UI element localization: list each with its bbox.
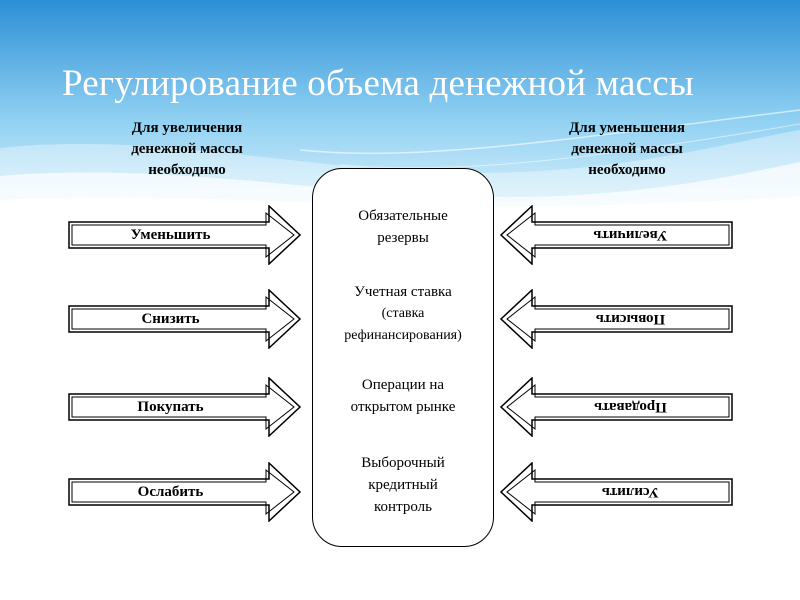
increase-heading-line: необходимо — [148, 162, 226, 178]
left-arrow-icon — [500, 289, 733, 349]
slide-title: Регулирование объема денежной массы — [62, 63, 694, 104]
decrease-arrow-reserves: Увеличить — [500, 205, 733, 265]
increase-action-label: Уменьшить — [130, 227, 211, 243]
increase-arrow-reserves: Уменьшить — [68, 205, 301, 265]
increase-arrow-open-market: Покупать — [68, 377, 301, 437]
instrument-line: Обязательные — [358, 208, 448, 224]
instrument-line: Учетная ставка — [354, 284, 452, 300]
decrease-action-label: Продавать — [594, 399, 667, 415]
increase-heading-line: денежной массы — [131, 141, 243, 157]
instrument-open-market: Операции на открытом рынке — [313, 374, 493, 418]
right-arrow-icon — [68, 377, 301, 437]
increase-arrow-rate: Снизить — [68, 289, 301, 349]
decrease-arrow-open-market: Продавать — [500, 377, 733, 437]
decrease-heading-line: Для уменьшения — [568, 120, 686, 136]
instrument-credit-control: Выборочный кредитный контроль — [313, 452, 493, 518]
left-arrow-icon — [500, 205, 733, 265]
decrease-action-label: Усилить — [601, 484, 660, 500]
instrument-discount-rate: Учетная ставка (ставка рефинансирования) — [313, 281, 493, 347]
right-arrow-icon — [68, 205, 301, 265]
instruments-box: Обязательные резервы Учетная ставка (ста… — [312, 168, 494, 547]
decrease-arrow-rate: Повысить — [500, 289, 733, 349]
decrease-heading-line: денежной массы — [571, 141, 683, 157]
instrument-reserves: Обязательные резервы — [313, 205, 493, 249]
instrument-line: контроль — [374, 499, 432, 515]
increase-action-label: Покупать — [137, 399, 204, 415]
increase-heading: Для увеличения денежной массы необходимо — [77, 118, 297, 181]
decrease-heading-line: необходимо — [588, 162, 666, 178]
instrument-line: Выборочный — [361, 455, 445, 471]
decrease-heading: Для уменьшения денежной массы необходимо — [517, 118, 737, 181]
right-arrow-icon — [68, 289, 301, 349]
instrument-line: (ставка — [381, 306, 425, 321]
instrument-line: рефинансирования) — [344, 328, 462, 343]
instrument-line: Операции на — [361, 377, 445, 393]
decrease-action-label: Увеличить — [593, 227, 668, 243]
increase-action-label: Снизить — [141, 311, 200, 327]
increase-heading-line: Для увеличения — [131, 120, 243, 136]
decrease-action-label: Повысить — [595, 311, 666, 327]
increase-action-label: Ослабить — [137, 484, 204, 500]
increase-arrow-credit-control: Ослабить — [68, 462, 301, 522]
instrument-line: резервы — [377, 230, 429, 246]
left-arrow-icon — [500, 377, 733, 437]
instrument-line: кредитный — [368, 477, 438, 493]
left-arrow-icon — [500, 462, 733, 522]
decrease-arrow-credit-control: Усилить — [500, 462, 733, 522]
instrument-line: открытом рынке — [350, 399, 456, 415]
right-arrow-icon — [68, 462, 301, 522]
